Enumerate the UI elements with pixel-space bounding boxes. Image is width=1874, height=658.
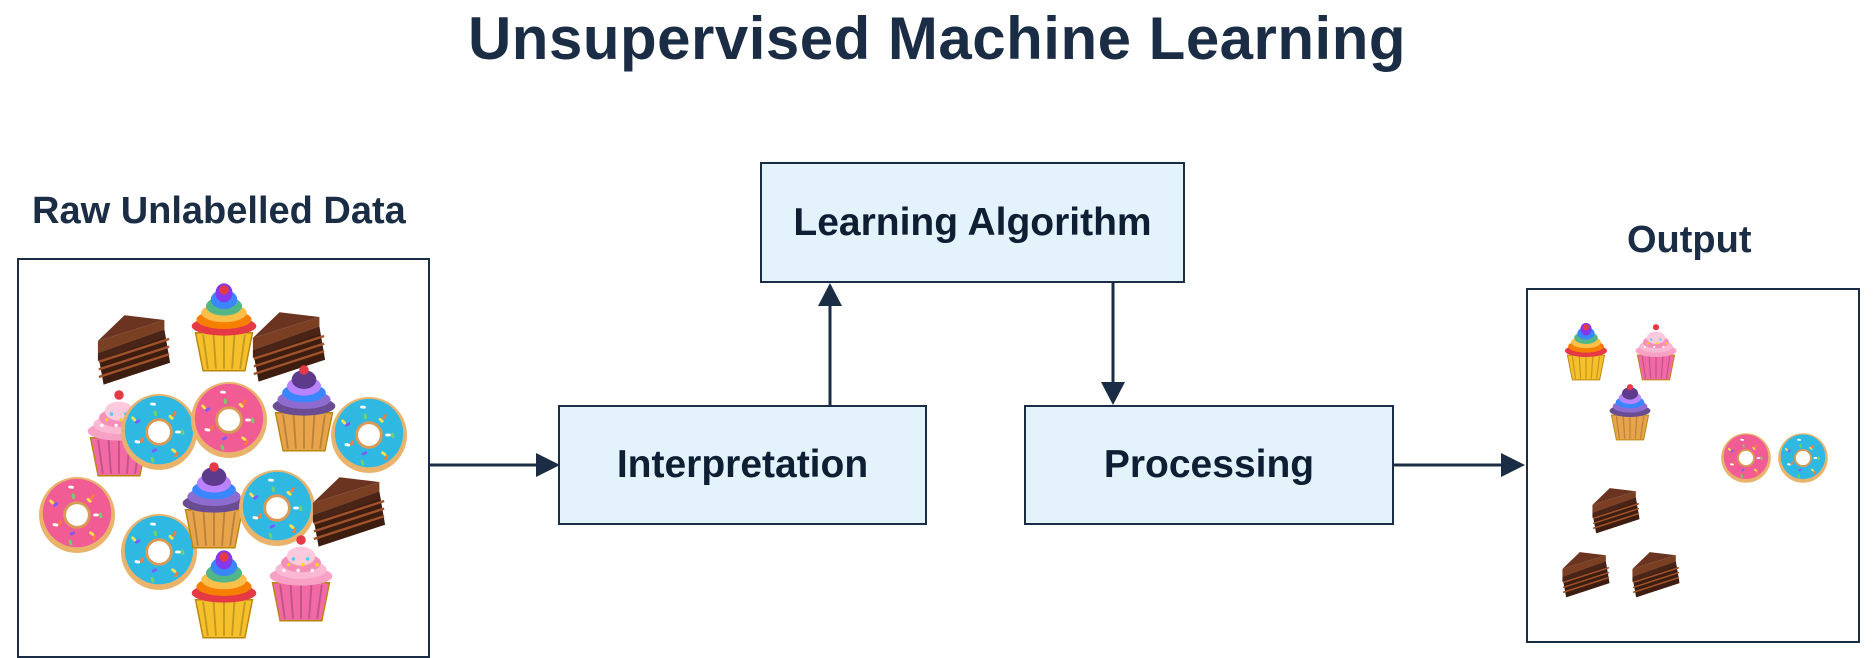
- input-donut-pink-icon: [39, 477, 115, 553]
- interpretation-node[interactable]: Interpretation: [558, 405, 927, 525]
- input-cake-icon: [312, 477, 386, 547]
- processing-node[interactable]: Processing: [1024, 405, 1394, 525]
- arrowhead-output: [1501, 453, 1525, 477]
- output-label: Output: [1627, 219, 1752, 261]
- cluster-donuts: [1721, 433, 1828, 483]
- output-donut-pink-icon: [1721, 433, 1771, 483]
- arrowhead-learning: [818, 283, 842, 306]
- output-cake-icon: [1592, 488, 1640, 534]
- output-cupcake-pink-icon: [1635, 324, 1677, 381]
- input-items-group: [39, 283, 407, 639]
- learning-algorithm-node[interactable]: Learning Algorithm: [760, 162, 1185, 283]
- input-cake-icon: [97, 315, 171, 385]
- input-donut-blue-icon: [331, 397, 407, 473]
- input-cupcake-purple-icon: [272, 365, 336, 452]
- cluster-cupcakes: [1564, 322, 1677, 441]
- input-cupcake-pink-icon: [269, 535, 333, 622]
- output-cake-icon: [1632, 552, 1680, 598]
- input-donut-blue-icon: [239, 470, 315, 546]
- input-panel: [17, 258, 430, 658]
- output-cupcake-rainbow-icon: [1564, 322, 1608, 381]
- cluster-cakes: [1562, 488, 1680, 598]
- output-cake-icon: [1562, 552, 1610, 598]
- input-items-canvas: [39, 283, 407, 639]
- output-panel: [1526, 288, 1860, 643]
- interpretation-label: Interpretation: [616, 443, 869, 486]
- output-cupcake-purple-icon: [1609, 384, 1651, 441]
- output-items-canvas: [1562, 322, 1828, 598]
- processing-label: Processing: [1103, 443, 1315, 486]
- input-cupcake-rainbow-icon: [191, 550, 257, 639]
- learning-algorithm-label: Learning Algorithm: [793, 200, 1152, 244]
- input-donut-pink-icon: [191, 382, 267, 458]
- diagram-title: Unsupervised Machine Learning: [467, 5, 1407, 72]
- input-donut-blue-icon: [121, 394, 197, 470]
- output-items-group: [1562, 322, 1828, 598]
- input-cake-icon: [252, 312, 326, 382]
- input-donut-blue-icon: [121, 514, 197, 590]
- input-label: Raw Unlabelled Data: [32, 190, 406, 232]
- output-donut-blue-icon: [1778, 433, 1828, 483]
- input-cupcake-rainbow-icon: [191, 283, 257, 372]
- input-cupcake-purple-icon: [182, 462, 246, 549]
- arrowhead-processing: [1101, 382, 1125, 405]
- arrowhead-interpretation: [536, 453, 560, 477]
